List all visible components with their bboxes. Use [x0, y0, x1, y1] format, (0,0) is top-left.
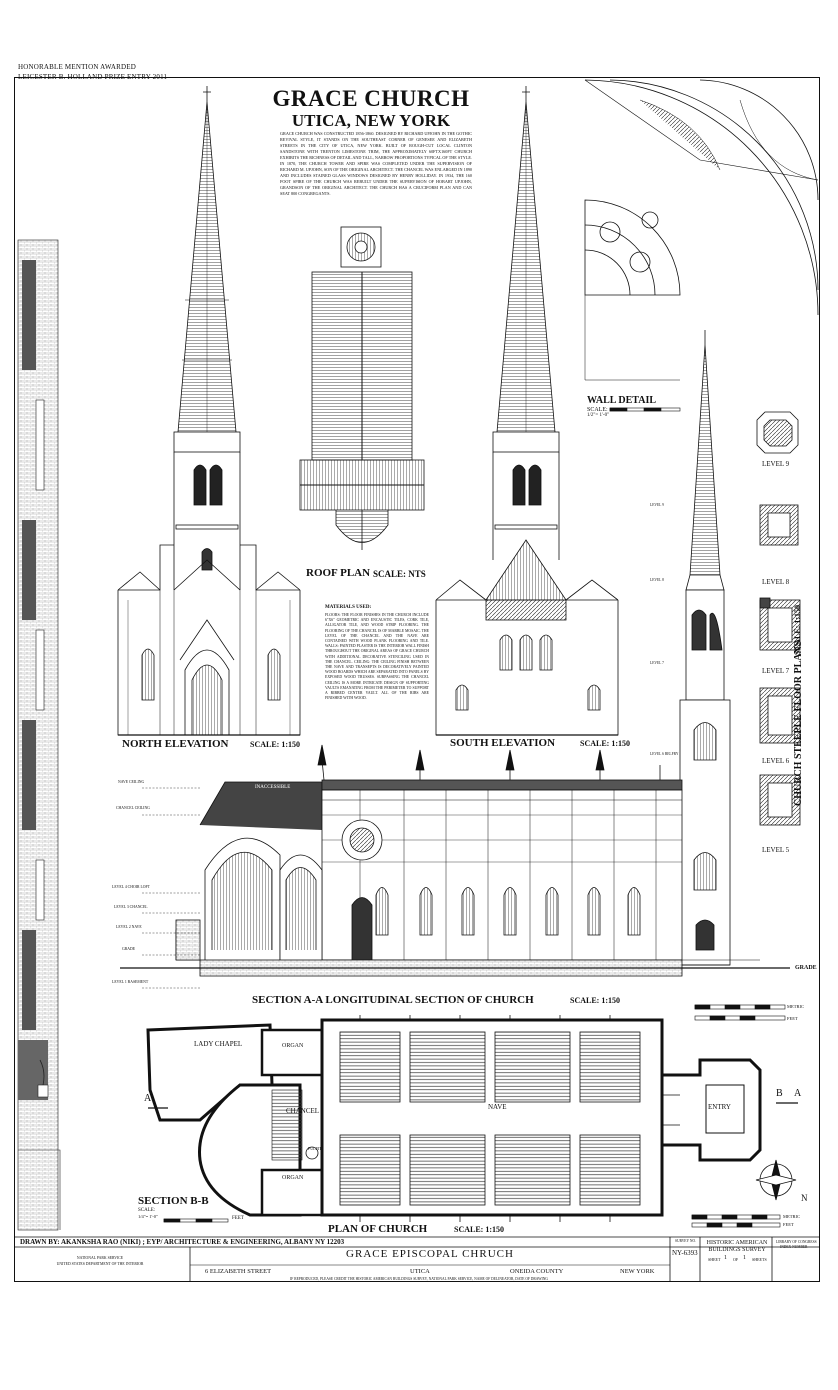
- page-subtitle: UTICA, NEW YORK: [291, 111, 451, 130]
- section-bb-label: SECTION B-B: [138, 1195, 209, 1207]
- section-level-basement: LEVEL 1 BASEMENT: [112, 980, 149, 984]
- loc-line-2: INDEX NUMBER: [780, 1245, 808, 1249]
- tower-level-9: LEVEL 9: [650, 503, 664, 507]
- section-scale-feet: FEET: [787, 1016, 798, 1021]
- inaccessible-label: INACCESSIBLE: [255, 785, 291, 790]
- city: UTICA: [410, 1268, 430, 1275]
- tower-section-drawing: [679, 330, 731, 966]
- south-elevation-label: SOUTH ELEVATION: [450, 737, 556, 749]
- section-bb-scale: SCALE:: [138, 1208, 156, 1213]
- plan-scale: SCALE: 1:150: [454, 1225, 505, 1234]
- page-title: GRACE CHURCH: [272, 86, 470, 111]
- church-name: GRACE EPISCOPAL CHRUCH: [346, 1248, 514, 1260]
- sheet-number: 1: [724, 1255, 727, 1261]
- survey-number: NY-6393: [672, 1249, 698, 1257]
- sheet-of: OF: [733, 1257, 739, 1262]
- steeple-floor-plans: [756, 411, 801, 826]
- section-a-marker-left: A: [144, 1093, 152, 1104]
- reproduction-footnote: IF REPRODUCED, PLEASE CREDIT THE HISTORI…: [290, 1277, 548, 1281]
- sheet-label: SHEET: [708, 1257, 721, 1262]
- state: NEW YORK: [620, 1268, 655, 1275]
- roof-plan-scale: SCALE: NTS: [373, 569, 426, 579]
- plan-scale-metric: METRIC: [783, 1214, 801, 1219]
- section-scale-metric: METRIC: [787, 1004, 805, 1009]
- wall-detail-scale-value: 1/2"= 1'-0": [587, 413, 610, 418]
- street-address: 6 ELIZABETH STREET: [205, 1268, 272, 1275]
- north-arrow-icon: [755, 1159, 797, 1201]
- section-level-nave-ceiling: NAVE CEILING: [118, 780, 145, 784]
- left-wall-section-strip: [17, 239, 61, 1231]
- section-aa-scale: SCALE: 1:150: [570, 996, 621, 1005]
- tower-level-8: LEVEL 8: [650, 578, 664, 582]
- wall-detail-scale: SCALE:: [587, 407, 608, 413]
- section-aa-label: SECTION A-A LONGITUDINAL SECTION OF CHUR…: [252, 994, 534, 1006]
- sheets-total: 1: [743, 1255, 746, 1261]
- award-line-1: HONORABLE MENTION AWARDED: [18, 63, 136, 71]
- section-level-chancel-ceiling: CHANCEL CEILING: [116, 806, 150, 810]
- section-level-chancel: LEVEL 3 CHANCEL: [114, 905, 148, 909]
- tower-level-6: LEVEL 6 BELFRY: [650, 752, 679, 756]
- wall-detail-label: WALL DETAIL: [587, 395, 657, 406]
- room-organ-bottom: ORGAN: [282, 1175, 304, 1181]
- south-elevation-scale: SCALE: 1:150: [580, 739, 631, 748]
- north-elevation-scale: SCALE: 1:150: [250, 740, 301, 749]
- habs-line-1: HISTORIC AMERICAN: [706, 1240, 768, 1246]
- drawing-sheet-border: [14, 77, 820, 1282]
- loc-line-1: LIBRARY OF CONGRESS: [776, 1240, 817, 1244]
- survey-label: SURVEY NO.: [675, 1239, 696, 1243]
- steeple-plans-scale: SCALE: 1:150: [793, 604, 802, 655]
- north-elevation-label: NORTH ELEVATION: [122, 738, 229, 750]
- plan-of-church-label: PLAN OF CHURCH: [328, 1223, 428, 1235]
- section-a-marker-right: A: [794, 1088, 802, 1099]
- section-aa-drawing: [120, 744, 790, 989]
- scale-bar-section: [694, 1004, 786, 1021]
- section-level-nave: LEVEL 2 NAVE: [116, 925, 142, 929]
- description-text: GRACE CHURCH WAS CONSTRUCTED 1856-1860. …: [280, 131, 473, 196]
- church-floor-plan: [146, 1015, 798, 1222]
- scale-bar-wall-detail: [609, 407, 681, 412]
- section-bb-feet: FEET: [232, 1216, 244, 1221]
- steeple-level-7: LEVEL 7: [762, 667, 790, 675]
- steeple-plans-label: CHURCH STEEPLE FLOOR PLANS: [793, 640, 804, 806]
- room-chancel: CHANCEL: [286, 1107, 320, 1115]
- agency-line-1: NATIONAL PARK SERVICE: [76, 1256, 124, 1260]
- plan-scale-feet: FEET: [783, 1222, 794, 1227]
- north-arrow-label: N: [801, 1193, 808, 1203]
- steeple-level-9: LEVEL 9: [762, 460, 790, 468]
- grade-label-right: GRADE: [795, 965, 817, 971]
- wall-detail-drawing: [584, 79, 819, 381]
- steeple-level-8: LEVEL 8: [762, 578, 790, 586]
- county: ONEIDA COUNTY: [510, 1268, 564, 1275]
- habs-line-2: BUILDINGS SURVEY: [708, 1247, 766, 1253]
- sheets-label: SHEETS: [752, 1257, 767, 1262]
- room-pulpit: PULPIT: [308, 1146, 322, 1151]
- roof-plan-drawing: [299, 226, 425, 550]
- roof-plan-label: ROOF PLAN: [306, 567, 371, 579]
- materials-text: FLOORS: THE FLOOR FINISHES IN THE CHURCH…: [325, 613, 429, 701]
- room-nave: NAVE: [488, 1103, 507, 1111]
- title-block-frame: [14, 1236, 820, 1282]
- materials-heading: MATERIALS USED:: [325, 605, 372, 610]
- section-level-choir-loft: LEVEL 4 CHOIR LOFT: [112, 885, 150, 889]
- scale-bar-plan: [691, 1214, 781, 1228]
- steeple-level-5: LEVEL 5: [762, 846, 790, 854]
- scale-bar-section-bb: [163, 1218, 229, 1223]
- north-elevation-drawing: [117, 86, 301, 736]
- agency-line-2: UNITED STATES DEPARTMENT OF THE INTERIOR: [56, 1262, 144, 1266]
- drawn-by: DRAWN BY: AKANKSHA RAO (NIKI) ; EYP/ ARC…: [20, 1238, 345, 1246]
- room-lady-chapel: LADY CHAPEL: [194, 1040, 243, 1048]
- section-bb-scale-value: 1/4"= 1'-0": [138, 1214, 158, 1219]
- section-b-marker-right: B: [776, 1088, 783, 1099]
- tower-level-7: LEVEL 7: [650, 661, 664, 665]
- south-elevation-drawing: [435, 86, 619, 736]
- room-entry: ENTRY: [708, 1103, 731, 1111]
- room-organ-top: ORGAN: [282, 1043, 304, 1049]
- section-level-grade: GRADE: [122, 947, 136, 951]
- steeple-level-6: LEVEL 6: [762, 757, 790, 765]
